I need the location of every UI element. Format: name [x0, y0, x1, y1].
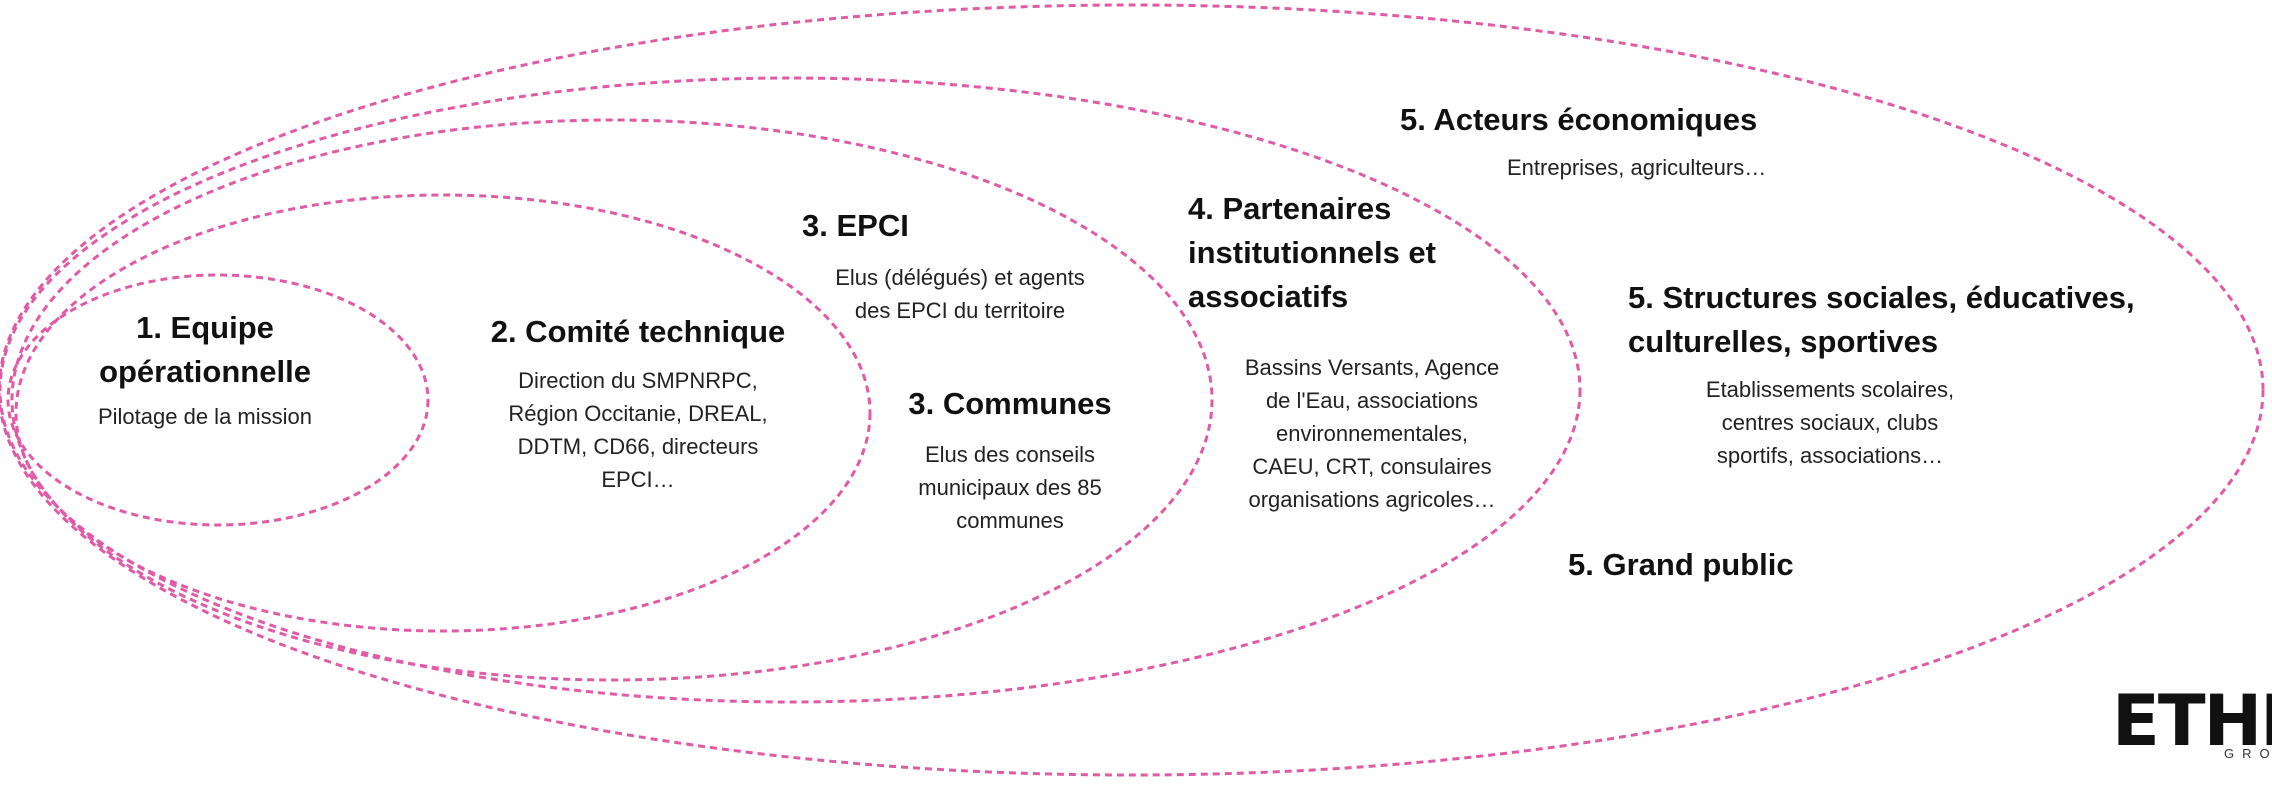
ring-4-partenaires [0, 76, 1582, 704]
node-communes-title: 3. Communes [908, 386, 1112, 421]
node-structures-desc-line: centres sociaux, clubs [1721, 410, 1939, 435]
node-structures-desc-line: Etablissements scolaires, [1705, 377, 1955, 402]
node-structures-desc-line: sportifs, associations… [1716, 443, 1944, 468]
node-acteurs-desc: Entreprises, agriculteurs… [1507, 151, 1766, 184]
node-equipe-title-line1: 1. Equipe [136, 310, 274, 345]
node-equipe-title-line2: opérationnelle [99, 354, 311, 389]
node-comite-desc-line: DDTM, CD66, directeurs [517, 434, 759, 459]
node-structures-title-line: culturelles, sportives [1628, 324, 1939, 359]
node-acteurs-desc-text: Entreprises, agriculteurs… [1507, 155, 1767, 180]
node-comite-desc-line: Région Occitanie, DREAL, [508, 401, 768, 426]
node-epci-desc-line: Elus (délégués) et agents [835, 265, 1085, 290]
node-communes-desc-line: municipaux des 85 [918, 475, 1102, 500]
node-comite: 2. Comité technique Direction du SMPNRPC… [448, 310, 828, 496]
logo-subtitle: GROUPE [2224, 746, 2272, 761]
ring-3-epci [14, 193, 872, 633]
ethicity-logo: ETHICITY GROUPE [2112, 686, 2272, 786]
node-epci-desc: Elus (délégués) et agents des EPCI du te… [800, 261, 1120, 327]
node-partenaires-desc-line: Bassins Versants, Agence [1244, 355, 1500, 380]
node-structures-desc: Etablissements scolaires, centres sociau… [1640, 373, 2020, 472]
node-equipe-desc: Pilotage de la mission [97, 404, 312, 429]
node-structures-title: 5. Structures sociales, éducatives, cult… [1628, 276, 2135, 364]
logo-wordmark: ETHICITY [2112, 686, 2272, 762]
node-communes: 3. Communes Elus des conseils municipaux… [860, 382, 1160, 537]
ring-1-equipe [6, 273, 430, 527]
node-equipe: 1. Equipe opérationnelle Pilotage de la … [55, 306, 355, 433]
node-epci-title: 3. EPCI [802, 204, 909, 248]
node-partenaires-title-line: institutionnels et [1188, 235, 1436, 270]
node-acteurs-title: 5. Acteurs économiques [1400, 98, 1757, 142]
node-comite-title: 2. Comité technique [490, 314, 786, 349]
node-partenaires-desc: Bassins Versants, Agence de l'Eau, assoc… [1212, 351, 1532, 516]
node-partenaires-desc-line: environnementales, [1275, 421, 1468, 446]
node-partenaires-desc-line: de l'Eau, associations [1265, 388, 1479, 413]
node-epci-title-text: 3. EPCI [802, 208, 909, 243]
node-grand-public: 5. Grand public [1568, 543, 1794, 587]
node-grand-public-title: 5. Grand public [1568, 547, 1794, 582]
node-partenaires-title: 4. Partenaires institutionnels et associ… [1188, 187, 1436, 319]
node-partenaires-desc-line: CAEU, CRT, consulaires [1252, 454, 1492, 479]
node-comite-desc-line: Direction du SMPNRPC, [518, 368, 758, 393]
ring-5-outer [0, 3, 2265, 777]
node-epci-desc-line: des EPCI du territoire [854, 298, 1066, 323]
ring-3-communes [10, 118, 1214, 682]
node-partenaires-desc-line: organisations agricoles… [1248, 487, 1496, 512]
node-partenaires-title-line: 4. Partenaires [1188, 191, 1392, 226]
node-communes-desc-line: Elus des conseils [925, 442, 1095, 467]
node-acteurs-title-text: 5. Acteurs économiques [1400, 102, 1758, 137]
node-partenaires-title-line: associatifs [1188, 279, 1349, 314]
node-structures-title-line: 5. Structures sociales, éducatives, [1628, 280, 2135, 315]
node-comite-desc-line: EPCI… [601, 467, 675, 492]
node-communes-desc-line: communes [956, 508, 1064, 533]
